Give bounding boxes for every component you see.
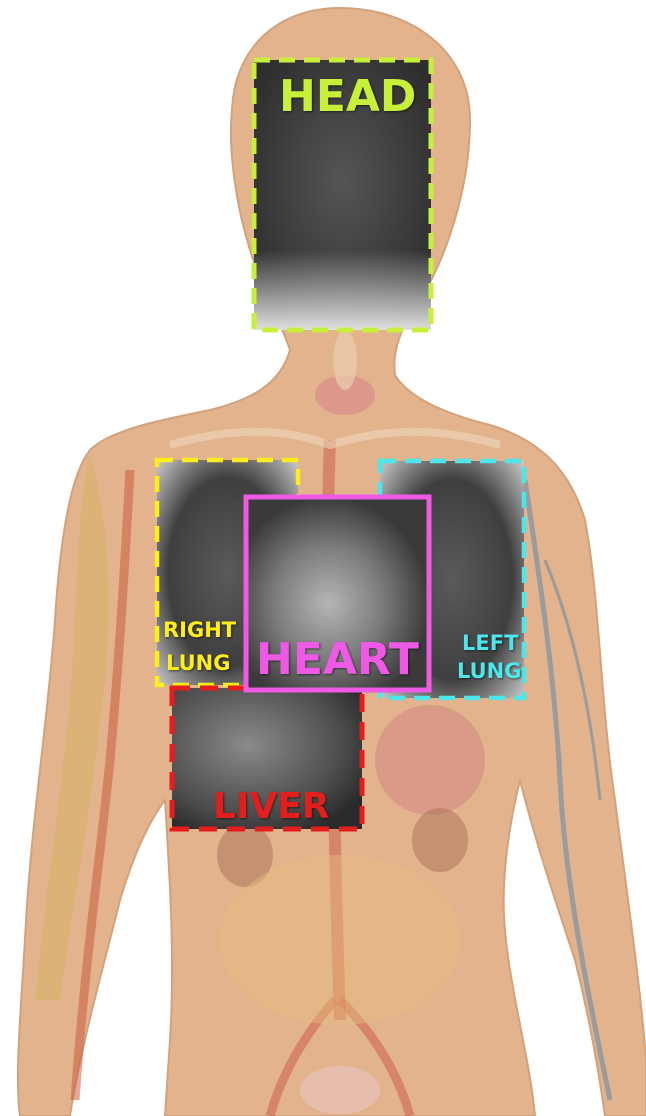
head-label: HEAD — [279, 75, 416, 119]
stomach — [375, 705, 485, 815]
bladder — [300, 1066, 380, 1114]
right-lung-label-line2: LUNG — [166, 653, 231, 674]
liver-label: LIVER — [213, 789, 330, 825]
heart-label: HEART — [256, 638, 419, 682]
left-lung-label-line2: LUNG — [457, 661, 522, 682]
left-kidney — [412, 808, 468, 872]
right-lung-label-line1: RIGHT — [163, 620, 236, 641]
intestines — [220, 855, 460, 1025]
left-lung-label-line1: LEFT — [462, 633, 518, 654]
head-scan-bottom-highlight — [254, 250, 431, 330]
trachea — [333, 330, 357, 390]
